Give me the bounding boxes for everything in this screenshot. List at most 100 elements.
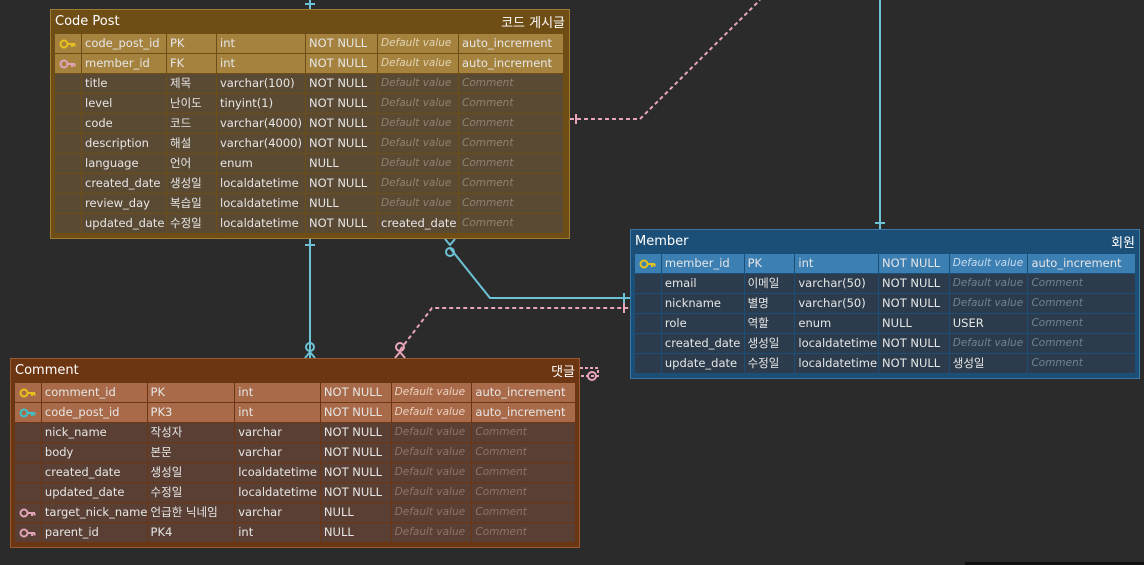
col-default[interactable]: Default value <box>378 114 458 133</box>
table-header[interactable]: Member 회원 <box>631 230 1139 252</box>
col-comment[interactable]: Comment <box>472 463 576 482</box>
col-name[interactable]: target_nick_name <box>41 503 147 522</box>
col-type[interactable]: int <box>235 383 320 402</box>
col-type[interactable]: int <box>795 254 879 273</box>
col-logical[interactable]: 복습일 <box>167 194 216 213</box>
col-null[interactable]: NULL <box>320 503 391 522</box>
col-logical[interactable]: 언급한 닉네임 <box>147 503 235 522</box>
col-default[interactable]: Default value <box>391 463 472 482</box>
col-type[interactable]: varchar <box>235 423 320 442</box>
col-null[interactable]: NULL <box>879 314 949 333</box>
col-comment[interactable]: Comment <box>472 483 576 502</box>
col-name[interactable]: member_id <box>661 254 744 273</box>
col-name[interactable]: updated_date <box>41 483 147 502</box>
table-header[interactable]: Code Post 코드 게시글 <box>51 10 569 32</box>
col-logical[interactable]: 코드 <box>167 114 216 133</box>
col-name[interactable]: language <box>82 154 166 173</box>
col-logical[interactable]: PK3 <box>147 403 235 422</box>
col-logical[interactable]: 이메일 <box>744 274 795 293</box>
col-null[interactable]: NOT NULL <box>306 134 377 153</box>
col-type[interactable]: localdatetime <box>795 334 879 353</box>
col-default[interactable]: created_date <box>378 214 458 233</box>
col-comment[interactable]: Comment <box>459 114 563 133</box>
col-comment[interactable]: Comment <box>472 523 576 542</box>
col-null[interactable]: NOT NULL <box>320 383 391 402</box>
col-comment[interactable]: auto_increment <box>1028 254 1136 273</box>
col-logical[interactable]: 제목 <box>167 74 216 93</box>
col-default[interactable]: Default value <box>378 54 458 73</box>
col-default[interactable]: Default value <box>949 254 1028 273</box>
col-null[interactable]: NOT NULL <box>306 114 377 133</box>
col-null[interactable]: NOT NULL <box>879 294 949 313</box>
col-null[interactable]: NOT NULL <box>320 463 391 482</box>
col-comment[interactable]: auto_increment <box>459 54 563 73</box>
col-name[interactable]: review_day <box>82 194 166 213</box>
col-name[interactable]: member_id <box>82 54 166 73</box>
col-default[interactable]: Default value <box>391 423 472 442</box>
col-default[interactable]: Default value <box>378 94 458 113</box>
scrollbar-track[interactable] <box>965 562 1144 565</box>
col-comment[interactable]: Comment <box>472 443 576 462</box>
col-logical[interactable]: 생성일 <box>744 334 795 353</box>
col-comment[interactable]: auto_increment <box>459 34 563 53</box>
col-name[interactable]: title <box>82 74 166 93</box>
col-type[interactable]: int <box>235 403 320 422</box>
col-logical[interactable]: 해설 <box>167 134 216 153</box>
col-default[interactable]: Default value <box>378 134 458 153</box>
col-logical[interactable]: 수정일 <box>744 354 795 373</box>
col-default[interactable]: 생성일 <box>949 354 1028 373</box>
col-type[interactable]: enum <box>795 314 879 333</box>
col-name[interactable]: comment_id <box>41 383 147 402</box>
col-comment[interactable]: Comment <box>459 94 563 113</box>
col-logical[interactable]: 언어 <box>167 154 216 173</box>
col-name[interactable]: description <box>82 134 166 153</box>
col-null[interactable]: NOT NULL <box>306 54 377 73</box>
link-member-codepost[interactable] <box>449 247 630 299</box>
col-logical[interactable]: PK <box>744 254 795 273</box>
link-member-comment-fk[interactable] <box>399 307 630 351</box>
col-name[interactable]: code_post_id <box>41 403 147 422</box>
col-logical[interactable]: PK4 <box>147 523 235 542</box>
col-name[interactable]: updated_date <box>82 214 166 233</box>
col-type[interactable]: int <box>235 523 320 542</box>
col-name[interactable]: created_date <box>41 463 147 482</box>
col-logical[interactable]: 난이도 <box>167 94 216 113</box>
col-type[interactable]: varchar <box>235 443 320 462</box>
col-name[interactable]: nickname <box>661 294 744 313</box>
col-type[interactable]: varchar(50) <box>795 294 879 313</box>
col-logical[interactable]: 작성자 <box>147 423 235 442</box>
col-null[interactable]: NOT NULL <box>879 274 949 293</box>
col-type[interactable]: int <box>217 54 305 73</box>
col-name[interactable]: nick_name <box>41 423 147 442</box>
table-header[interactable]: Comment 댓글 <box>11 359 579 381</box>
col-type[interactable]: localdatetime <box>795 354 879 373</box>
col-null[interactable]: NULL <box>306 194 377 213</box>
col-type[interactable]: lcoaldatetime <box>235 463 320 482</box>
col-type[interactable]: localdatetime <box>235 483 320 502</box>
link-member-codepost-fk[interactable] <box>570 0 761 120</box>
col-comment[interactable]: Comment <box>472 423 576 442</box>
col-logical[interactable]: 생성일 <box>167 174 216 193</box>
col-comment[interactable]: Comment <box>1028 314 1136 333</box>
col-default[interactable]: Default value <box>391 403 472 422</box>
col-null[interactable]: NOT NULL <box>306 34 377 53</box>
col-logical[interactable]: 본문 <box>147 443 235 462</box>
col-type[interactable]: localdatetime <box>217 214 305 233</box>
col-type[interactable]: enum <box>217 154 305 173</box>
col-comment[interactable]: Comment <box>459 134 563 153</box>
